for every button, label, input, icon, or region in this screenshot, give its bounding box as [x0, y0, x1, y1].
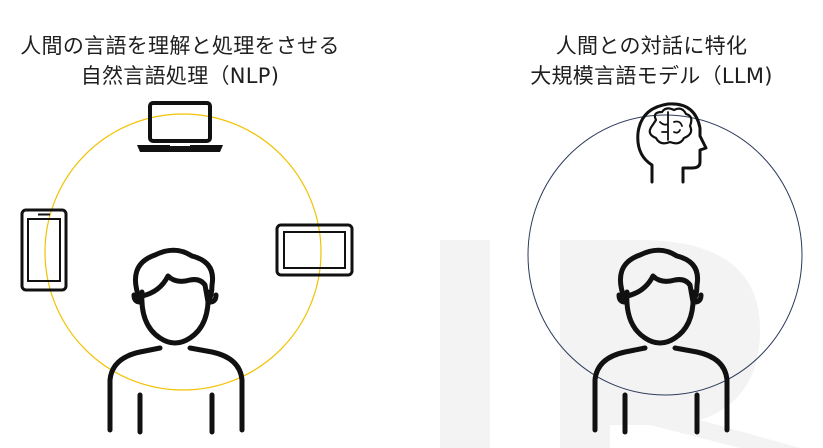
nlp-ring [44, 113, 322, 391]
nlp-title-line1: 人間の言語を理解と処理をさせる [20, 34, 340, 58]
llm-title-line2: 大規模言語モデル（LLM) [530, 64, 773, 88]
llm-panel [527, 102, 803, 435]
person-icon [592, 247, 730, 435]
tablet-icon [275, 223, 354, 277]
laptop-icon [137, 101, 223, 152]
brain-head-icon [636, 102, 708, 184]
llm-caption: 人間との対話に特化 大規模言語モデル（LLM) [480, 31, 823, 91]
nlp-panel [20, 101, 354, 435]
llm-ring [527, 114, 803, 396]
smartphone-icon [20, 208, 68, 292]
person-icon [107, 247, 245, 435]
nlp-caption: 人間の言語を理解と処理をさせる 自然言語処理（NLP) [0, 31, 360, 91]
nlp-title-line2: 自然言語処理（NLP) [80, 64, 280, 88]
llm-title-line1: 人間との対話に特化 [555, 34, 748, 58]
